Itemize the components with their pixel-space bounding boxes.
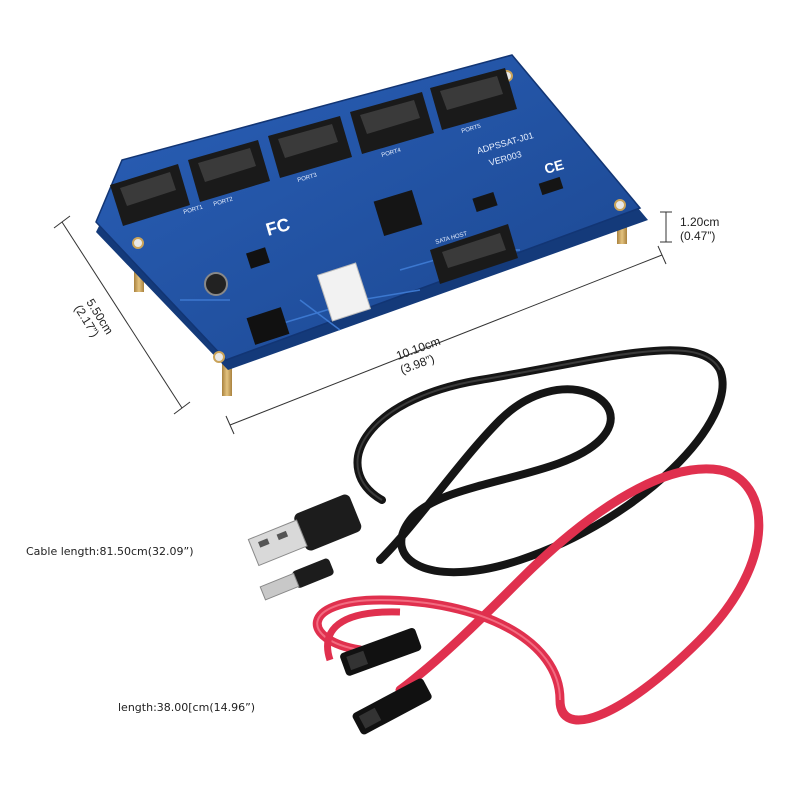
height-dim-in: (0.47”) [680, 229, 715, 243]
usb-cable-length-caption: Cable length:81.50cm(32.09”) [26, 545, 194, 558]
height-dim-cm: 1.20cm [680, 215, 719, 229]
sata-cable-length-caption: length:38.00[cm(14.96”) [118, 701, 256, 714]
sata-port-2 [188, 140, 270, 202]
sata-port-3 [268, 116, 352, 178]
port-label-2: PORT2 [213, 196, 234, 207]
power-header [316, 262, 372, 322]
port-label-5: PORT5 [461, 123, 482, 134]
sata-port-4 [350, 92, 434, 154]
controller-chip [373, 189, 423, 237]
usb-power-cable [247, 346, 727, 601]
sata-host-port [430, 224, 518, 284]
sata-port-5 [430, 68, 517, 130]
port-label-1: PORT1 [183, 204, 204, 215]
port-label-4: PORT4 [381, 147, 402, 158]
push-button [204, 272, 228, 296]
ce-mark: CE [542, 156, 565, 177]
dc-jack [246, 307, 290, 345]
sata-multiplier-board: ADPSSAT-J01 VER003 FC CE PORT1 PORT2 POR… [95, 54, 648, 370]
sata-data-cable [312, 464, 764, 735]
dimension-lines [53, 211, 672, 435]
port-label-3: PORT3 [297, 172, 318, 183]
sata-port-1 [110, 164, 190, 226]
